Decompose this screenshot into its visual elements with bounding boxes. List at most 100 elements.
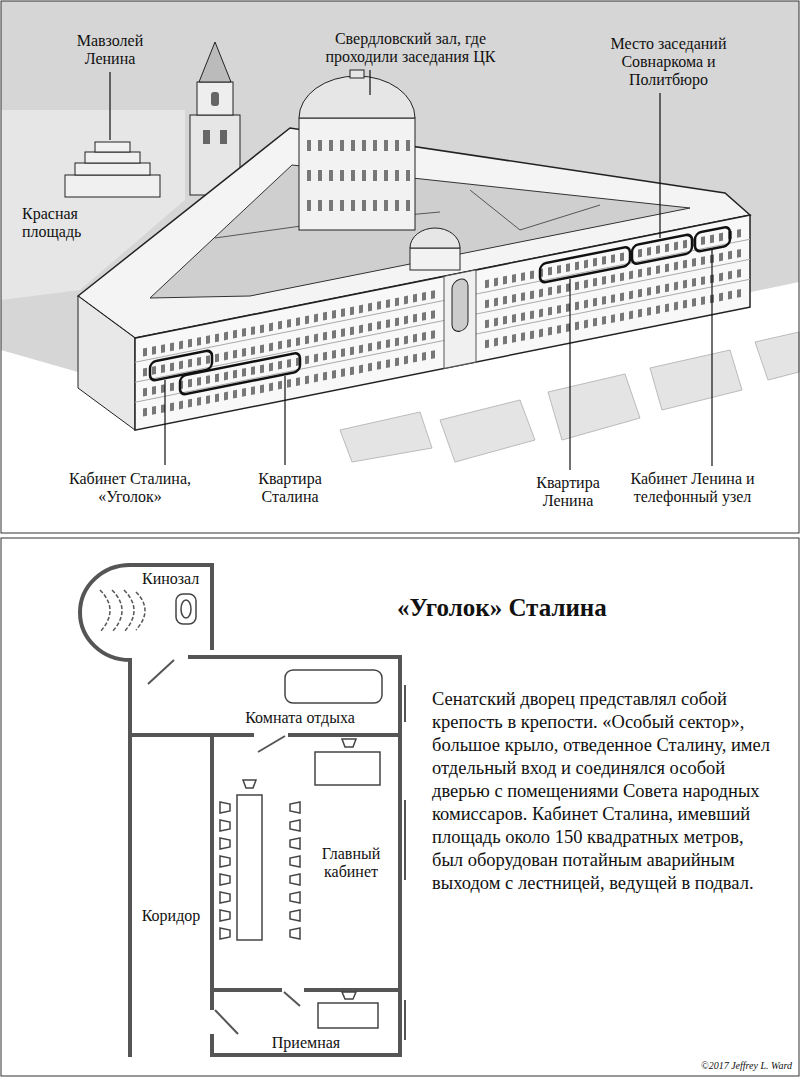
window bbox=[215, 353, 219, 362]
cinema-seats bbox=[124, 590, 134, 632]
window bbox=[323, 352, 327, 361]
window bbox=[179, 341, 183, 350]
window bbox=[143, 348, 147, 357]
window bbox=[251, 366, 255, 375]
window bbox=[431, 310, 435, 319]
room: Главный кабинет bbox=[212, 735, 400, 990]
chair bbox=[290, 820, 300, 831]
callout-frame bbox=[540, 246, 630, 283]
window bbox=[233, 330, 237, 339]
facade-band bbox=[135, 279, 750, 402]
window bbox=[224, 372, 228, 381]
window bbox=[278, 381, 282, 390]
wall bbox=[212, 1053, 400, 1057]
window bbox=[143, 388, 147, 397]
window bbox=[329, 170, 333, 181]
leader-line bbox=[569, 279, 570, 470]
window bbox=[737, 249, 741, 258]
window bbox=[197, 357, 201, 366]
window bbox=[373, 170, 377, 181]
window bbox=[593, 298, 597, 307]
facade-band bbox=[135, 259, 750, 382]
window bbox=[251, 386, 255, 395]
window bbox=[368, 323, 372, 332]
leader-line bbox=[109, 72, 110, 140]
window bbox=[152, 346, 156, 355]
window bbox=[413, 334, 417, 343]
window bbox=[683, 240, 687, 249]
window bbox=[575, 281, 579, 290]
tower-window bbox=[211, 92, 219, 106]
room: Приемная bbox=[212, 990, 400, 1055]
window bbox=[539, 329, 543, 338]
window bbox=[188, 399, 192, 408]
window bbox=[323, 312, 327, 321]
window bbox=[512, 274, 516, 283]
window bbox=[197, 337, 201, 346]
wall bbox=[212, 988, 280, 992]
callout-label: Кабинет Сталина, «Уголок» bbox=[60, 470, 200, 506]
window bbox=[362, 170, 366, 181]
city-block bbox=[755, 332, 799, 380]
window bbox=[404, 356, 408, 365]
window bbox=[395, 140, 399, 151]
window bbox=[341, 368, 345, 377]
window bbox=[215, 333, 219, 342]
window bbox=[152, 386, 156, 395]
cinema-seats bbox=[100, 590, 110, 632]
window bbox=[362, 140, 366, 151]
window bbox=[494, 318, 498, 327]
window bbox=[512, 294, 516, 303]
callout-label: Кабинет Ленина и телефонный узел bbox=[630, 470, 755, 506]
room-label: Главный кабинет bbox=[309, 845, 393, 881]
window bbox=[413, 314, 417, 323]
chair bbox=[220, 802, 230, 813]
window bbox=[656, 265, 660, 274]
window bbox=[233, 390, 237, 399]
window bbox=[377, 341, 381, 350]
window bbox=[737, 269, 741, 278]
window bbox=[593, 318, 597, 327]
room: Коридор bbox=[130, 735, 212, 1055]
window bbox=[431, 290, 435, 299]
window bbox=[152, 406, 156, 415]
window bbox=[170, 362, 174, 371]
window bbox=[620, 252, 624, 261]
leader-line bbox=[284, 376, 285, 465]
wall bbox=[80, 565, 130, 660]
chair bbox=[290, 910, 300, 921]
window bbox=[539, 309, 543, 318]
window bbox=[373, 200, 377, 211]
window bbox=[593, 278, 597, 287]
chair bbox=[220, 928, 230, 939]
window bbox=[395, 170, 399, 181]
wall bbox=[130, 563, 212, 567]
screen bbox=[176, 594, 196, 624]
window bbox=[188, 339, 192, 348]
wall bbox=[290, 733, 400, 737]
window bbox=[404, 1000, 406, 1040]
window bbox=[719, 233, 723, 242]
window bbox=[503, 316, 507, 325]
window bbox=[384, 200, 388, 211]
room-label: Коридор bbox=[133, 907, 209, 925]
window bbox=[386, 319, 390, 328]
window bbox=[530, 330, 534, 339]
room: Комната отдыха bbox=[130, 657, 400, 735]
door bbox=[284, 992, 300, 1006]
arched-window bbox=[452, 278, 468, 333]
callout-label: Место заседаний Совнаркома и Политбюро bbox=[586, 35, 751, 89]
window bbox=[384, 170, 388, 181]
leader-line bbox=[711, 250, 712, 466]
window bbox=[656, 245, 660, 254]
window bbox=[362, 200, 366, 211]
facade-band bbox=[135, 239, 750, 362]
window bbox=[373, 140, 377, 151]
wall bbox=[210, 1036, 214, 1055]
window bbox=[386, 299, 390, 308]
window bbox=[602, 256, 606, 265]
window bbox=[593, 258, 597, 267]
window bbox=[548, 307, 552, 316]
window bbox=[692, 278, 696, 287]
window bbox=[143, 408, 147, 417]
